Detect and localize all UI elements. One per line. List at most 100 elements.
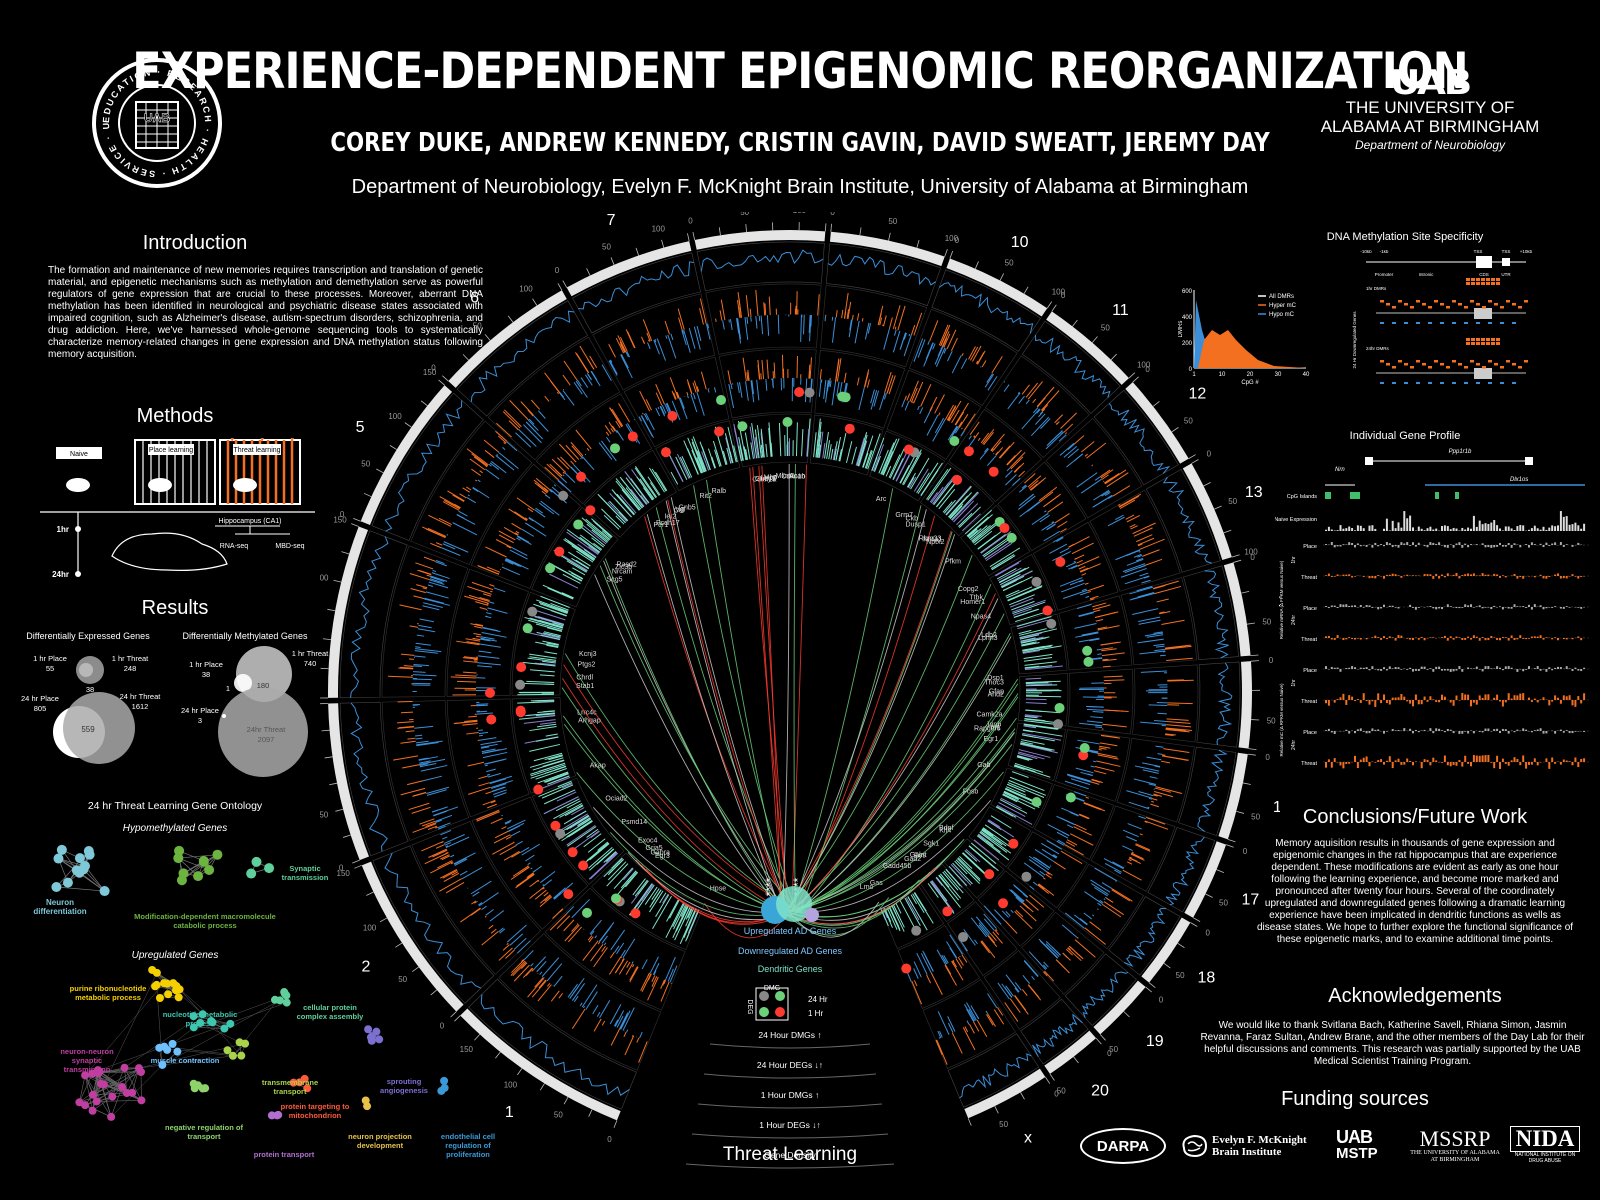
dendritic-bar — [956, 503, 979, 526]
profile-bar — [1446, 545, 1449, 548]
profile-bar — [1342, 574, 1345, 576]
profile-bar — [1452, 700, 1455, 706]
profile-bar — [1342, 762, 1345, 769]
chromosome-ideogram — [1184, 841, 1227, 918]
rnaseq-label: RNA-seq — [220, 543, 249, 550]
dendritic-bar — [973, 839, 1000, 861]
deg-bar — [1036, 386, 1055, 407]
deg-bar — [1166, 724, 1192, 728]
deg-bar — [619, 1012, 629, 1030]
dmg-bar — [1074, 557, 1077, 560]
network-edge — [178, 854, 218, 859]
deg-bar — [744, 317, 749, 340]
uab-line-2: ALABAMA AT BIRMINGHAM — [1320, 117, 1540, 136]
deg-bar — [1162, 754, 1166, 756]
gene-link-label: Lrrc4c — [577, 709, 597, 716]
profile-bar — [1438, 607, 1441, 609]
gene-link — [752, 467, 783, 913]
deg-bar — [1079, 918, 1088, 925]
dendritic-bar — [687, 909, 699, 934]
dmg-bar — [557, 457, 570, 470]
dmg-bar — [594, 935, 598, 939]
dmg-bar — [766, 359, 769, 379]
profile-bar — [1327, 728, 1330, 731]
dmg-bar — [545, 494, 547, 497]
chromosome-label-11: 11 — [1112, 302, 1129, 319]
hyper-marker — [1496, 338, 1500, 341]
deg-bar — [398, 725, 415, 729]
profile-bar — [1516, 729, 1519, 731]
svg-text:2097: 2097 — [258, 735, 275, 744]
dmg-bar — [1102, 665, 1111, 668]
profile-bar — [1539, 605, 1542, 607]
profile-bar — [1513, 543, 1516, 545]
deg-bar — [800, 314, 802, 342]
svg-text:3: 3 — [198, 716, 202, 725]
profile-bar — [1443, 669, 1446, 671]
dendritic-bar — [691, 441, 705, 473]
profile-bar — [1565, 606, 1568, 607]
profile-bar — [1414, 669, 1417, 671]
tick-mark — [353, 517, 361, 522]
deg-bar — [1161, 760, 1171, 764]
dendritic-bar — [1017, 754, 1033, 761]
deg-bar — [1166, 657, 1193, 661]
dmg-bar — [1101, 648, 1117, 652]
ad-gene-dot — [716, 395, 727, 406]
dendritic-bar — [956, 858, 981, 882]
profile-bar — [1533, 698, 1536, 700]
profile-bar — [1374, 576, 1377, 579]
dendritic-bar — [967, 528, 978, 538]
tick-label: 50 — [473, 321, 482, 330]
deg-bar — [1091, 883, 1109, 895]
profile-bar — [1461, 693, 1464, 700]
dmg-bar — [478, 655, 500, 659]
dmg-bar — [1093, 609, 1101, 613]
network-node — [196, 1019, 205, 1028]
dendritic-bar — [535, 641, 559, 648]
dmg-bar — [525, 522, 531, 527]
dendritic-bar — [778, 423, 782, 457]
dendritic-bar — [806, 418, 811, 457]
dmg-bar — [1027, 475, 1042, 488]
dmg-bar — [1005, 469, 1013, 478]
dmg-bar — [901, 399, 906, 408]
dmg-bar — [616, 942, 625, 955]
profile-bar — [1452, 638, 1455, 640]
gene-link — [562, 715, 782, 913]
deg-track — [1116, 738, 1195, 823]
network-node — [92, 1097, 101, 1106]
dmg-track — [948, 408, 1043, 503]
dendritic-bar — [822, 443, 826, 459]
dmg-bar — [581, 456, 584, 459]
deg-bar — [508, 420, 519, 431]
gene-exon — [1365, 457, 1373, 465]
deg-bar — [1027, 381, 1043, 400]
dmg-bar — [679, 397, 685, 409]
hyper-marker — [1482, 306, 1486, 309]
mstp-uab: UAB — [1336, 1127, 1373, 1147]
deg-bar — [763, 302, 766, 316]
gene-link — [782, 464, 790, 913]
tick-label: 50 — [1109, 1045, 1118, 1054]
profile-bar — [1487, 694, 1490, 700]
expression-bar — [1385, 518, 1388, 531]
dendritic-bar — [619, 476, 645, 508]
dmg-bar — [828, 380, 831, 387]
expression-bar — [1501, 530, 1504, 531]
deg-bar — [1140, 721, 1167, 725]
dendritic-bar — [891, 904, 897, 916]
deg-bar — [968, 346, 976, 360]
deg-bar — [736, 318, 742, 344]
dmg-bar — [873, 390, 879, 407]
dmg-bar — [866, 379, 870, 388]
profile-bar — [1530, 542, 1533, 545]
dmg-bar — [1037, 884, 1050, 894]
chromosome-ideogram — [1046, 311, 1129, 385]
dmg-bar — [934, 394, 945, 414]
expression-bar — [1420, 528, 1423, 531]
deg-bar — [856, 313, 860, 321]
dendritic-bar — [625, 872, 639, 888]
deg-bar — [1103, 858, 1124, 870]
network-node — [122, 1089, 131, 1098]
